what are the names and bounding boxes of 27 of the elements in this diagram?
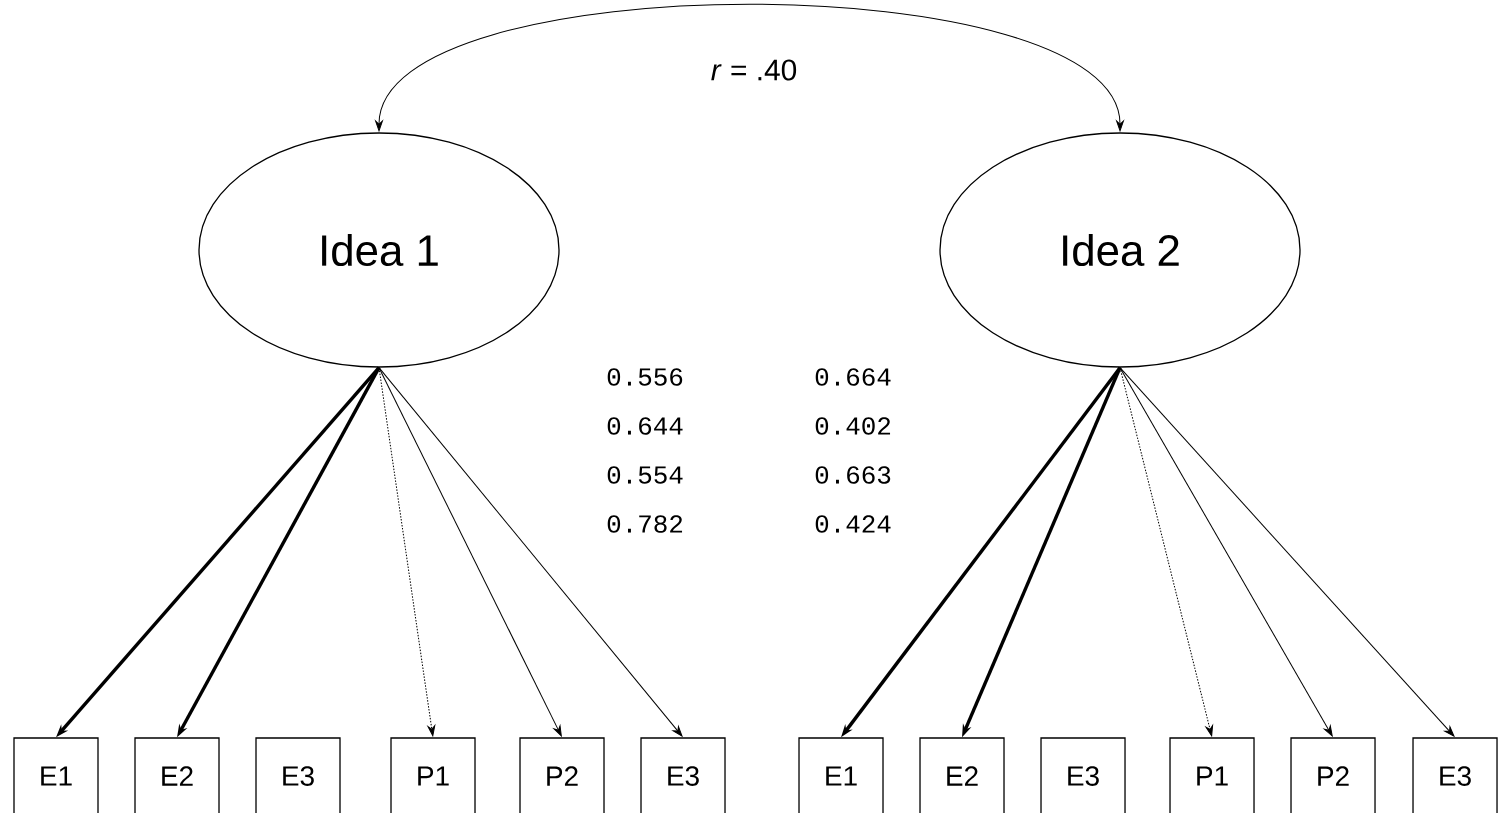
loading-value: 0.554 bbox=[607, 466, 683, 484]
loading-value: 0.663 bbox=[815, 466, 891, 484]
indicator-box: P1 bbox=[1169, 737, 1255, 813]
loading-value: 0.664 bbox=[815, 368, 891, 386]
loading-value: 0.556 bbox=[607, 368, 683, 386]
correlation-arrow bbox=[375, 3, 1124, 132]
loading-arrow bbox=[1119, 367, 1333, 737]
indicator-box: E2 bbox=[919, 737, 1005, 813]
indicator-box: P1 bbox=[390, 737, 476, 813]
loading-value: 0.402 bbox=[815, 417, 891, 435]
loading-arrow bbox=[378, 367, 436, 737]
indicator-box: E3 bbox=[1412, 737, 1498, 813]
edge-label: r = .40 bbox=[708, 57, 800, 83]
indicator-box: E3 bbox=[255, 737, 341, 813]
indicator-box: E1 bbox=[13, 737, 99, 813]
loading-arrow bbox=[378, 367, 562, 737]
loading-value: 0.782 bbox=[607, 515, 683, 533]
indicator-box: E2 bbox=[134, 737, 220, 813]
loading-value: 0.424 bbox=[815, 515, 891, 533]
indicator-box: E3 bbox=[1040, 737, 1126, 813]
indicator-box: P2 bbox=[519, 737, 605, 813]
loading-arrow bbox=[1119, 367, 1455, 737]
indicator-box: E3 bbox=[640, 737, 726, 813]
indicator-box: E1 bbox=[798, 737, 884, 813]
indicator-box: P2 bbox=[1290, 737, 1376, 813]
loading-value: 0.644 bbox=[607, 417, 683, 435]
loading-arrow bbox=[378, 367, 683, 737]
